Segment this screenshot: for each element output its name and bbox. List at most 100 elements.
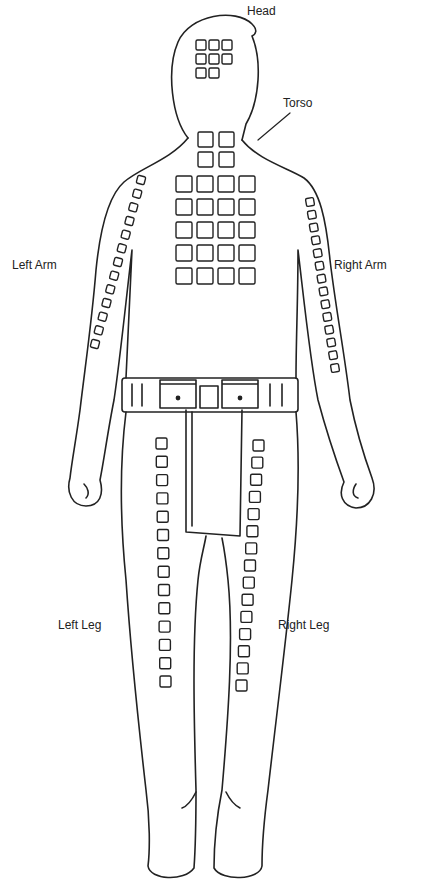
sensor-square (158, 548, 169, 559)
sensor-square (239, 268, 255, 284)
body-outline (69, 138, 188, 506)
sensor-square (156, 438, 167, 449)
sensor-square (218, 222, 234, 238)
sensor-square (176, 268, 192, 284)
right-leg-outline (214, 412, 298, 878)
sensor-square (309, 223, 318, 232)
sensor-square (136, 175, 146, 185)
sensor-square (246, 543, 257, 554)
sensor-square (160, 676, 171, 687)
sensor-square (176, 222, 192, 238)
sensor-square (209, 54, 219, 64)
flap-seam (191, 412, 193, 526)
part-label: Right Leg (278, 618, 329, 632)
sensor-square (219, 152, 234, 167)
sensor-square (222, 40, 232, 50)
belt-loops (132, 384, 282, 408)
sensor-square (328, 351, 337, 360)
sensor-square (196, 54, 206, 64)
sensor-square (159, 585, 170, 596)
sensor-square (313, 248, 322, 257)
sensor-square (157, 475, 168, 486)
sensor-square (159, 639, 170, 650)
belt (122, 378, 298, 412)
part-label: Left Arm (12, 258, 57, 272)
sensor-square (196, 40, 206, 50)
sensor-square (176, 176, 192, 192)
left-leg-outline (122, 412, 207, 878)
sensor-square (94, 325, 104, 335)
sensor-square (176, 199, 192, 215)
sensor-square (159, 603, 170, 614)
head-outline (172, 15, 259, 140)
sensor-square (196, 68, 206, 78)
sensor-square (117, 243, 127, 253)
sensor-square (128, 202, 138, 212)
sensor-square (327, 338, 336, 347)
sensor-square (218, 245, 234, 261)
pouch-button (176, 396, 179, 399)
hand-detail (353, 484, 358, 498)
sensor-square (247, 526, 258, 537)
sensor-square (209, 40, 219, 50)
sensor-square (317, 274, 326, 283)
sensor-square (197, 222, 213, 238)
sensor-square (251, 474, 262, 485)
sensor-square (243, 577, 254, 588)
pouch-button (238, 396, 241, 399)
sensor-square (239, 245, 255, 261)
sensor-square (245, 560, 256, 571)
sensor-square (113, 257, 123, 267)
sensor-square (156, 456, 167, 467)
sensor-square (305, 197, 314, 206)
sensor-square (323, 312, 332, 321)
sensor-square (197, 176, 213, 192)
sensor-square (321, 300, 330, 309)
sensor-square (90, 339, 100, 349)
sensor-square (319, 287, 328, 296)
sensor-square (197, 199, 213, 215)
sensor-square (253, 440, 264, 451)
sensor-patches (90, 40, 340, 691)
knee-crease (182, 792, 240, 808)
sensor-square (198, 152, 213, 167)
sensor-square (248, 509, 259, 520)
sensor-square (240, 629, 251, 640)
sensor-square (218, 199, 234, 215)
leader-line (258, 113, 290, 140)
sensor-square (159, 621, 170, 632)
sensor-square (307, 210, 316, 219)
part-label: Head (247, 4, 276, 18)
sensor-square (109, 271, 119, 281)
sensor-square (98, 312, 108, 322)
sensor-square (239, 222, 255, 238)
part-label: Torso (283, 96, 312, 110)
sensor-square (197, 268, 213, 284)
sensor-square (252, 457, 263, 468)
sensor-square (315, 261, 324, 270)
sensor-square (241, 611, 252, 622)
sensor-square (238, 646, 249, 657)
sensor-square (239, 199, 255, 215)
sensor-square (198, 132, 213, 147)
sensor-square (330, 363, 339, 372)
sensor-square (158, 530, 169, 541)
sensor-square (176, 245, 192, 261)
sensor-square (197, 245, 213, 261)
sensor-square (242, 594, 253, 605)
sensor-square (102, 298, 112, 308)
sensor-square (219, 132, 234, 147)
sensor-square (157, 511, 168, 522)
sensor-square (209, 68, 219, 78)
flap (186, 410, 242, 536)
sensor-square (160, 658, 171, 669)
sensor-square (125, 216, 135, 226)
sensor-square (121, 230, 131, 240)
sensor-square (311, 236, 320, 245)
sensor-square (158, 566, 169, 577)
sensor-square (157, 493, 168, 504)
sensor-square (132, 189, 142, 199)
sensor-square (218, 268, 234, 284)
sensor-square (218, 176, 234, 192)
